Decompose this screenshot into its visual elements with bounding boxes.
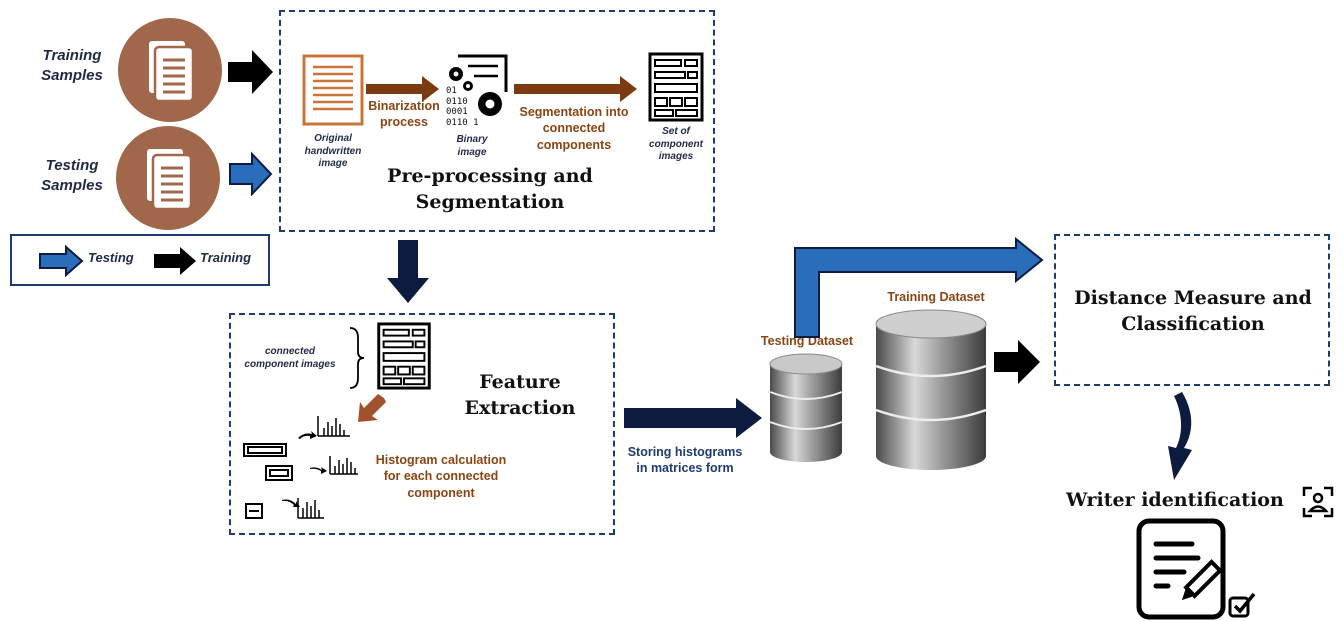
original-label-line3: image	[318, 158, 348, 169]
testing-label-line2: Samples	[41, 176, 103, 194]
hist-line2: for each connected	[383, 469, 499, 484]
hist-line1: Histogram calculation	[375, 453, 507, 467]
cc-label-line1: connected	[264, 346, 315, 357]
testing-to-classification-arrow	[794, 236, 1044, 338]
segmentation-line1: Segmentation into	[519, 105, 629, 119]
preprocessing-box	[279, 10, 715, 232]
component-set-label: Set of component images	[640, 126, 712, 164]
original-image-icon	[302, 54, 364, 126]
classification-title-line1: Distance Measure and	[1074, 287, 1312, 309]
set-label-line3: images	[658, 151, 694, 162]
segmentation-line2: connected components	[536, 121, 612, 152]
binary-code-line2: 0110	[446, 96, 468, 107]
feature-extraction-title: Feature Extraction	[450, 370, 590, 421]
set-label-line2: component	[649, 138, 703, 150]
preprocessing-title: Pre-processing and Segmentation	[360, 164, 620, 215]
binary-label-line1: Binary	[456, 134, 488, 145]
legend-testing-arrow	[39, 244, 84, 278]
feature-title-line1: Feature	[479, 371, 561, 393]
cc-images-label: connected component images	[240, 346, 340, 371]
testing-samples-label: Testing Samples	[28, 156, 116, 195]
brace-icon	[349, 327, 365, 389]
diagonal-brown-arrow	[358, 394, 386, 422]
storing-arrow	[624, 398, 762, 438]
legend-training-arrow	[154, 247, 196, 275]
binarization-line2: process	[380, 115, 428, 130]
component-histogram-rows	[243, 416, 358, 519]
classification-title: Distance Measure and Classification	[1058, 286, 1328, 337]
binary-code-line3: 0001	[446, 107, 468, 117]
training-label-line2: Samples	[41, 66, 103, 84]
binary-code: 01 0110 0001 0110 1	[446, 86, 479, 128]
original-image-label: Original handwritten image	[296, 133, 370, 171]
testing-dataset-label: Testing Dataset	[760, 334, 854, 348]
original-label-line2: handwritten	[304, 145, 362, 157]
curved-down-arrow	[1168, 392, 1192, 480]
training-dataset-icon	[875, 309, 987, 470]
legend: Testing Training	[10, 234, 270, 286]
testing-arrow	[229, 151, 273, 197]
storing-line2: in matrices form	[636, 461, 734, 476]
training-arrow	[228, 50, 273, 94]
binary-image-label: Binary image	[446, 134, 498, 159]
feature-title-line2: Extraction	[464, 396, 576, 419]
storing-line1: Storing histograms	[627, 445, 743, 459]
hist-line3: component	[407, 485, 475, 500]
classification-box	[1054, 234, 1330, 386]
training-label-line1: Training	[42, 47, 102, 64]
segmentation-label: Segmentation into connected components	[504, 104, 644, 153]
testing-dataset-icon	[769, 353, 843, 462]
binary-code-line4: 0110 1	[446, 117, 479, 128]
training-to-classification-arrow	[994, 340, 1040, 384]
testing-samples-icon	[116, 126, 220, 230]
binarization-arrow	[366, 76, 439, 102]
storing-label: Storing histograms in matrices form	[620, 444, 750, 477]
down-arrow-to-feature	[387, 240, 429, 303]
original-label-line1: Original	[314, 133, 352, 144]
set-label-line1: Set of	[662, 126, 690, 137]
binarization-line1: Binarization	[368, 99, 440, 113]
feature-extraction-box	[229, 313, 615, 535]
segmentation-arrow	[514, 76, 637, 102]
writer-identification-label: Writer identification	[1066, 489, 1284, 511]
training-dataset-label: Training Dataset	[887, 290, 985, 304]
training-samples-icon	[118, 18, 222, 122]
preprocessing-title-line1: Pre-processing and	[387, 165, 593, 187]
binary-image-icon	[449, 54, 508, 116]
cc-label-line2: component images	[244, 358, 336, 370]
binary-label-line2: image	[457, 146, 487, 158]
preprocessing-title-line2: Segmentation	[415, 190, 565, 213]
document-edit-icon	[1136, 518, 1226, 620]
training-samples-label: Training Samples	[28, 46, 116, 85]
binarization-label: Binarization process	[364, 98, 444, 131]
testing-label-line1: Testing	[45, 157, 99, 174]
histogram-calc-label: Histogram calculation for each connected…	[366, 452, 516, 501]
component-set-icon	[648, 52, 704, 122]
check-box-icon	[1228, 592, 1256, 618]
classification-title-line2: Classification	[1121, 312, 1265, 335]
user-scan-icon	[1302, 486, 1334, 518]
binary-code-line1: 01	[446, 86, 457, 96]
legend-training-label: Training	[200, 250, 252, 265]
legend-testing-label: Testing	[88, 250, 134, 265]
cc-component-icon	[377, 322, 431, 390]
